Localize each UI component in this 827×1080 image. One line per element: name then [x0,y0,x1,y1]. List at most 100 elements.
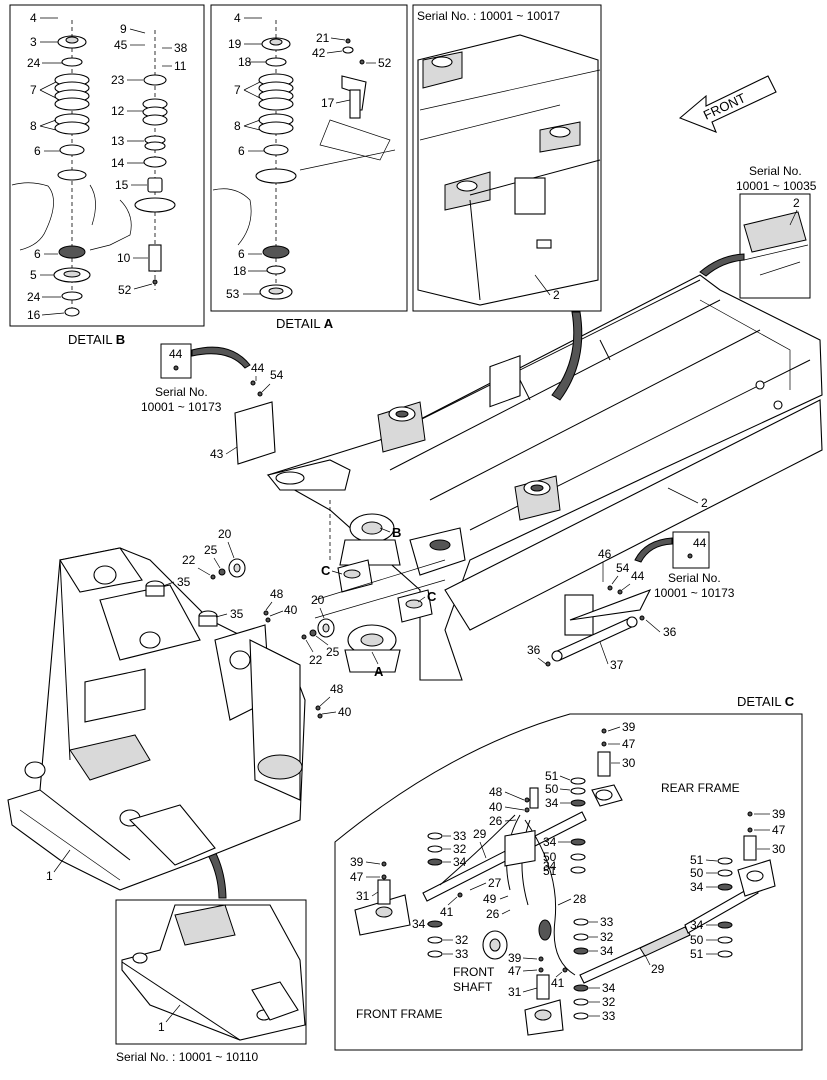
link-bar-37 [545,615,645,667]
label: 20 [218,527,232,541]
label: 34 [602,981,616,995]
plate-43 [234,380,276,465]
label: 37 [610,658,624,672]
label: 35 [177,575,191,589]
label: 36 [527,643,541,657]
label: 18 [233,264,247,278]
label: 34 [543,835,557,849]
label: 6 [34,144,41,158]
label: 39 [622,720,636,734]
label: 34 [600,944,614,958]
detail-a-labels: 4 19 18 7 8 6 6 18 53 21 42 52 17 [226,11,392,301]
label: 34 [543,859,557,873]
detail-b-caption: DETAIL B [68,332,125,347]
label: 33 [602,1009,616,1023]
label: 41 [440,905,454,919]
label: C [321,563,331,578]
serial-small-right: Serial No. 10001 ~ 10035 2 [736,164,817,299]
detail-b-right-stack [89,30,176,290]
label: 22 [182,553,196,567]
callout-curve-right [699,253,745,277]
label: 44 [169,347,183,361]
label: 34 [453,855,467,869]
serial-text: Serial No. : 10001 ~ 10110 [116,1050,259,1064]
label: 54 [616,561,630,575]
label: 47 [508,964,522,978]
front-frame-label: FRONT FRAME [356,1007,442,1021]
serial-line2: 10001 ~ 10173 [654,586,735,600]
label: 1 [158,1020,165,1034]
label: 44 [251,361,265,375]
label: 29 [473,827,487,841]
front-frame [7,547,306,891]
label: 40 [284,603,298,617]
label: 32 [453,842,467,856]
label: 19 [228,37,242,51]
label: 16 [27,308,41,322]
detail-a-panel: 4 19 18 7 8 6 6 18 53 21 42 52 17 [210,4,408,331]
detail-b-labels: 4 3 24 7 8 6 9 45 38 11 23 12 13 [27,11,188,322]
label: 2 [553,288,560,302]
detail-b-left-stack [11,20,96,317]
rear-frame-label: REAR FRAME [661,781,740,795]
label: 1 [46,869,53,883]
label: 53 [226,287,240,301]
label: 7 [30,83,37,97]
bottom-left-box: 1 Serial No. : 10001 ~ 10110 [115,899,307,1064]
label: 4 [234,11,241,25]
rear-frame [266,274,823,681]
caption-letter: C [785,694,795,709]
label: 20 [311,593,325,607]
label: 30 [622,756,636,770]
label: 34 [690,918,704,932]
label: 51 [543,864,557,878]
label: 52 [378,56,392,70]
label: 23 [111,73,125,87]
label: 34 [690,880,704,894]
label: 39 [508,951,522,965]
callout-curve-top [551,311,583,401]
detail-c-caption: DETAIL C [737,694,795,709]
serial-line2: 10001 ~ 10173 [141,400,222,414]
label: 21 [316,31,330,45]
label: 54 [270,368,284,382]
label: 32 [602,995,616,1009]
label: 10 [117,251,131,265]
label: 50 [543,850,557,864]
serial-box-top: Serial No. : 10001 ~ 10017 2 [412,4,602,312]
label: 35 [230,607,244,621]
label: 47 [622,737,636,751]
label: 8 [234,119,241,133]
label: 46 [598,547,612,561]
label: 50 [690,866,704,880]
label: 26 [486,907,500,921]
label: 33 [600,915,614,929]
label: 47 [772,823,786,837]
label: 40 [489,800,503,814]
label: 11 [174,59,187,73]
caption-prefix: DETAIL [276,316,320,331]
label: 5 [30,268,37,282]
label: 22 [309,653,323,667]
label: 25 [326,645,340,659]
label: 4 [30,11,37,25]
detail-b-panel: 4 3 24 7 8 6 9 45 38 11 23 12 13 [9,4,205,347]
label: 51 [690,947,704,961]
label: 48 [270,587,284,601]
label: 2 [793,196,800,210]
label: 39 [772,807,786,821]
label: 31 [508,985,522,999]
label: 48 [489,785,503,799]
label: 26 [489,814,503,828]
label: 39 [350,855,364,869]
serial-44-right: 44 Serial No. 10001 ~ 10173 [634,531,735,600]
label: 51 [545,769,559,783]
label: B [392,525,401,540]
front-shaft-label-2: SHAFT [453,980,493,994]
label: 50 [690,933,704,947]
pivot-assemblies [314,513,446,673]
label: 49 [483,892,497,906]
detail-a-caption: DETAIL A [276,316,334,331]
label: 41 [551,976,565,990]
